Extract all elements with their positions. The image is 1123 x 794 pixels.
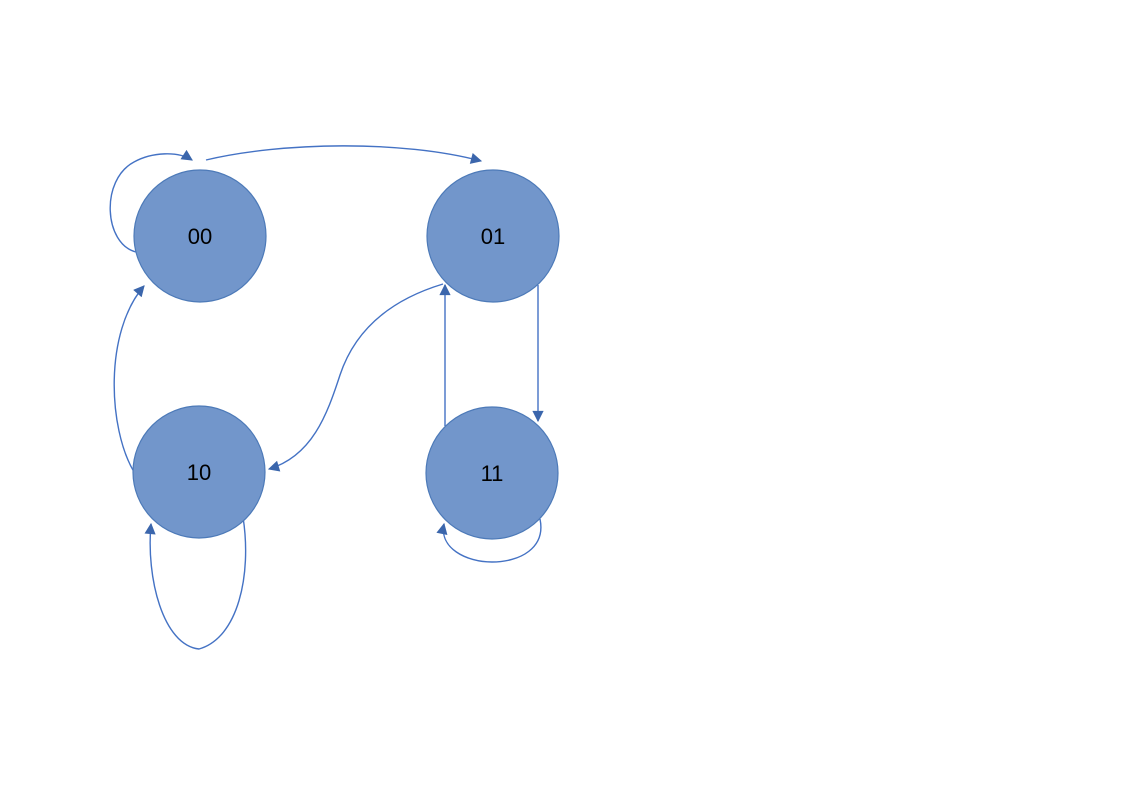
- node-10-circle: [132, 405, 266, 539]
- nodes-layer: 00 01 10 11: [132, 169, 560, 540]
- state-node-10: 10: [132, 405, 266, 539]
- node-00-label: 00: [188, 224, 212, 249]
- node-11-label: 11: [481, 461, 504, 486]
- state-node-01: 01: [426, 169, 560, 303]
- edge-00-to-01: [205, 145, 483, 164]
- edge-10-to-00: [113, 285, 145, 473]
- state-node-00: 00: [133, 169, 267, 303]
- node-10-label: 10: [187, 460, 211, 485]
- node-11-circle: [425, 406, 559, 540]
- edge-11-to-11: [436, 518, 542, 563]
- edge-00-to-00: [109, 149, 193, 253]
- node-00-circle: [133, 169, 267, 303]
- node-01-label: 01: [481, 224, 505, 249]
- edge-01-to-10: [267, 283, 444, 472]
- edges-layer: [109, 145, 544, 650]
- node-01-circle: [426, 169, 560, 303]
- edge-10-to-10: [144, 516, 247, 650]
- state-node-11: 11: [425, 406, 559, 540]
